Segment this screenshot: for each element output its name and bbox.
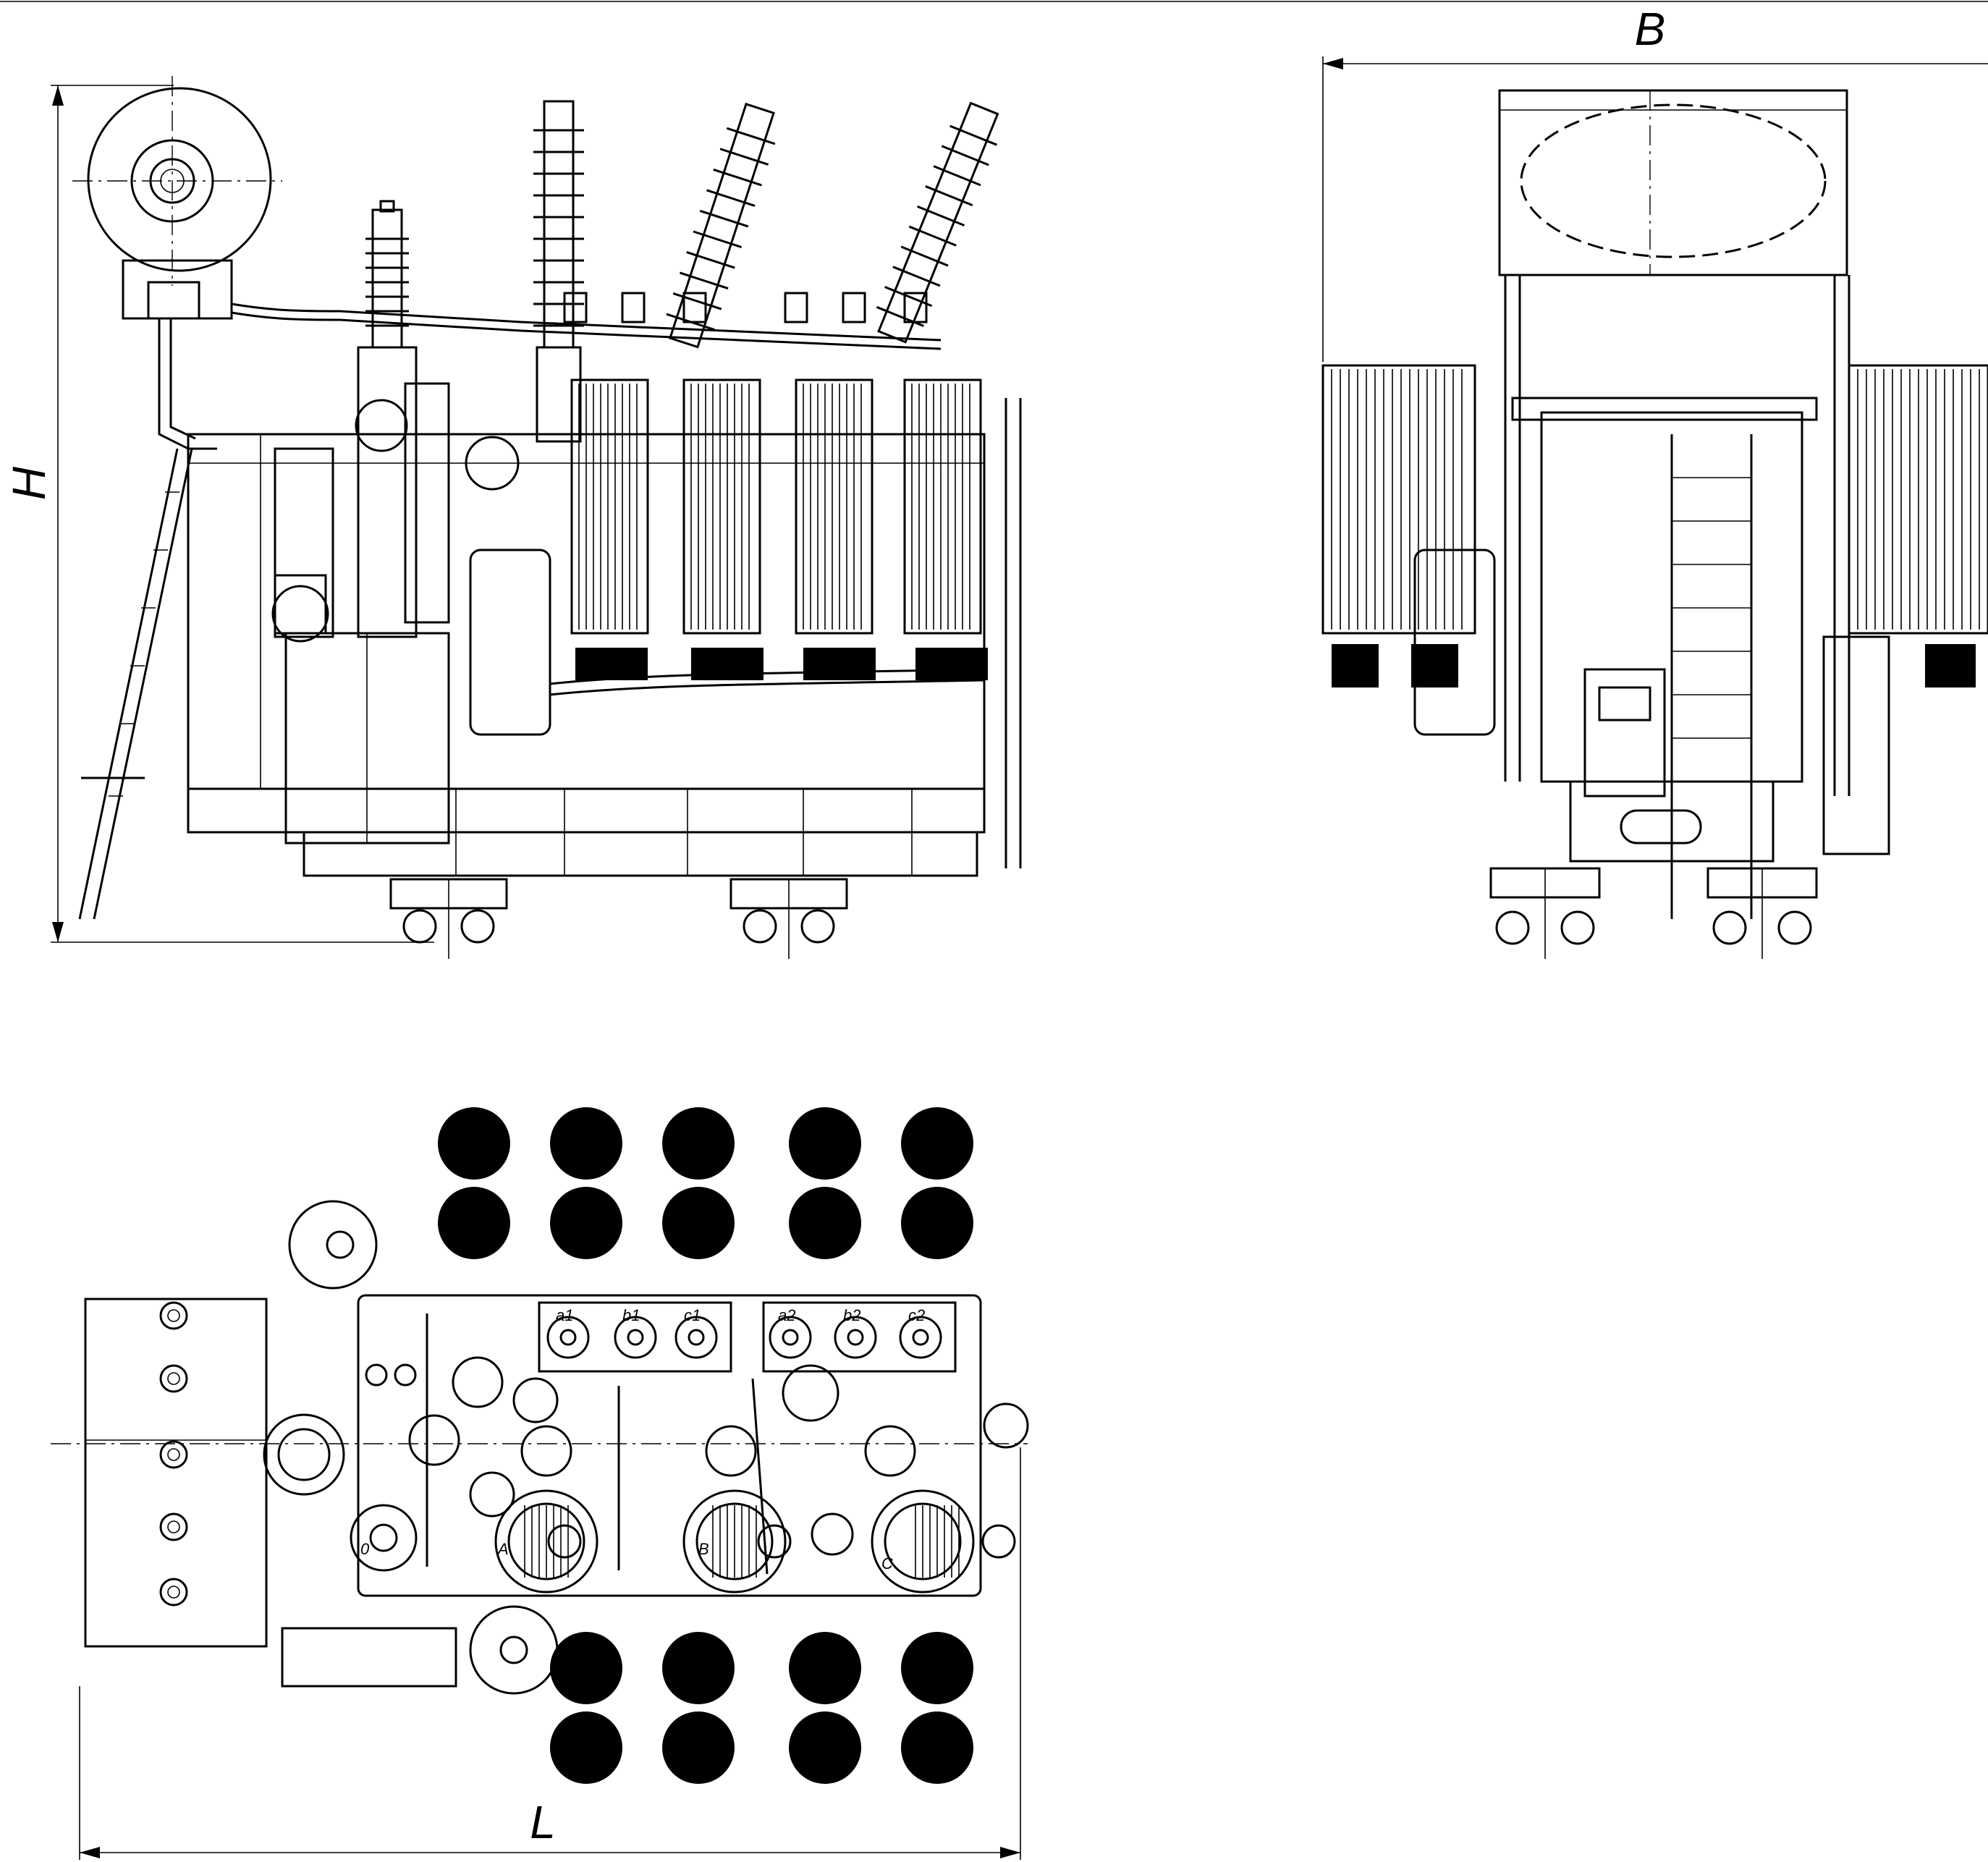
height-dimension: H — [3, 85, 434, 943]
front-view: B — [1321, 3, 1988, 959]
width-dimension: B — [1322, 3, 1988, 362]
conservator — [72, 76, 282, 320]
front-cabinet — [1583, 668, 1666, 797]
ladder — [78, 448, 193, 920]
conservator-end — [1498, 89, 1848, 276]
side-view: H — [3, 76, 1022, 959]
front-ladder — [1670, 434, 1753, 919]
radiator-fans-top — [438, 1107, 973, 1259]
hv-bushings-plan: A B C — [494, 1489, 1016, 1594]
neutral-bushing-plan: 0 — [350, 1504, 418, 1572]
terminal-0: 0 — [360, 1540, 370, 1558]
lv-box-1 — [538, 1301, 732, 1373]
terminal-a1: a1 — [556, 1306, 573, 1324]
terminal-b2: b2 — [843, 1306, 860, 1324]
cabinet-plan — [281, 1627, 457, 1688]
length-label: L — [530, 1796, 556, 1848]
relay-box — [469, 549, 551, 736]
terminal-c1: c1 — [684, 1306, 701, 1324]
radiator-fans-bottom — [550, 1632, 973, 1784]
radiators-side — [549, 378, 988, 696]
terminal-b1: b1 — [622, 1306, 640, 1324]
neutral-bushing — [365, 200, 409, 349]
terminal-B: B — [698, 1540, 709, 1558]
height-label: H — [3, 466, 55, 500]
side-cabinet — [1822, 635, 1890, 855]
lv-terminals-plan: a1 b1 c1 a2 b2 c2 — [546, 1306, 942, 1359]
terminal-C: C — [881, 1554, 893, 1573]
terminal-c2: c2 — [908, 1306, 925, 1324]
tank-plan — [357, 1294, 982, 1597]
radiator-left — [1321, 364, 1476, 635]
main-tank — [187, 398, 1022, 877]
hv-bushings — [533, 100, 999, 443]
radiator-right — [1848, 364, 1988, 635]
wheels-side — [389, 878, 848, 959]
terminal-a2: a2 — [778, 1306, 795, 1324]
width-label: B — [1635, 3, 1666, 55]
terminal-A: A — [496, 1540, 509, 1558]
conservator-plan — [84, 1298, 268, 1648]
lv-box-2 — [762, 1301, 957, 1373]
length-dimension: L — [79, 1447, 1021, 1860]
plan-view: L a1 b1 c1 — [51, 1107, 1029, 1860]
wheels-front — [1489, 867, 1818, 959]
lv-terminals-top — [563, 292, 928, 323]
relay-box-front — [1413, 549, 1496, 736]
